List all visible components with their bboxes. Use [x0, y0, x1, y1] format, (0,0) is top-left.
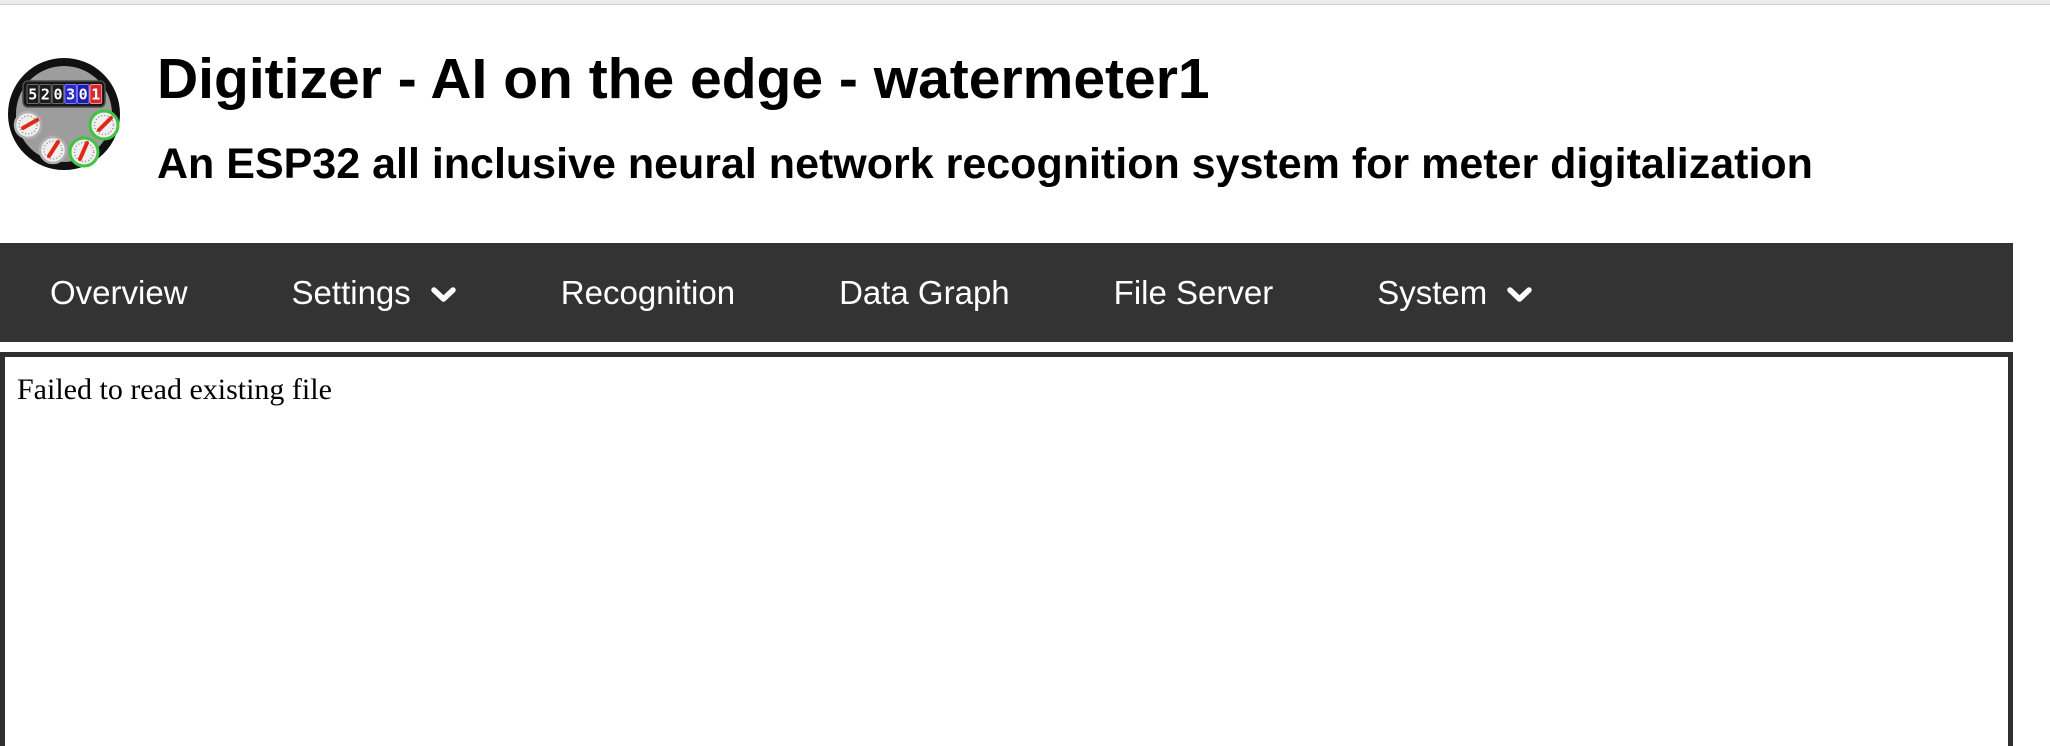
- nav-item-label: Data Graph: [839, 274, 1010, 311]
- nav-item-label: System: [1377, 274, 1488, 311]
- error-message: Failed to read existing file: [17, 373, 332, 406]
- logo-digit: 0: [53, 86, 62, 104]
- nav-item-settings[interactable]: Settings: [292, 243, 457, 342]
- content-frame: Failed to read existing file: [0, 352, 2013, 746]
- nav-item-label: Recognition: [560, 274, 736, 311]
- page-header: 5 2 0 3 0 1: [0, 5, 2050, 243]
- nav-item-data-graph[interactable]: Data Graph: [839, 243, 1010, 342]
- water-meter-logo-image: 5 2 0 3 0 1: [8, 58, 120, 170]
- logo-digit: 3: [66, 86, 75, 104]
- digit-values: 5 2 0 3 0 1: [28, 86, 100, 104]
- nav-content-gap: [0, 342, 2050, 352]
- logo-digit: 1: [91, 86, 100, 104]
- nav-item-label: File Server: [1113, 274, 1274, 311]
- nav-item-system[interactable]: System: [1377, 243, 1533, 342]
- dial-gauge: [88, 109, 120, 141]
- nav-item-recognition[interactable]: Recognition: [561, 243, 735, 342]
- dial-gauge: [13, 110, 43, 140]
- digit-cells: [26, 84, 103, 104]
- title-block: Digitizer - AI on the edge - watermeter1…: [157, 49, 1813, 189]
- dial-gauge: [38, 135, 68, 165]
- logo-digit: 0: [79, 86, 88, 104]
- nav-item-label: Settings: [291, 274, 411, 311]
- nav-item-overview[interactable]: Overview: [50, 243, 188, 342]
- nav-item-label: Overview: [50, 274, 188, 311]
- main-nav-bar: Overview Settings Recognition Data Graph…: [0, 243, 2013, 342]
- browser-edge-strip: [0, 0, 2050, 5]
- page-title: Digitizer - AI on the edge - watermeter1: [157, 47, 1210, 111]
- chevron-down-icon: [430, 243, 457, 342]
- nav-item-file-server[interactable]: File Server: [1114, 243, 1274, 342]
- logo-digit: 5: [28, 86, 37, 104]
- dial-gauge: [68, 136, 100, 168]
- logo-digit: 2: [41, 86, 50, 104]
- chevron-down-icon: [1506, 243, 1533, 342]
- water-meter-logo: 5 2 0 3 0 1: [8, 58, 120, 170]
- page-subtitle: An ESP32 all inclusive neural network re…: [157, 140, 1813, 188]
